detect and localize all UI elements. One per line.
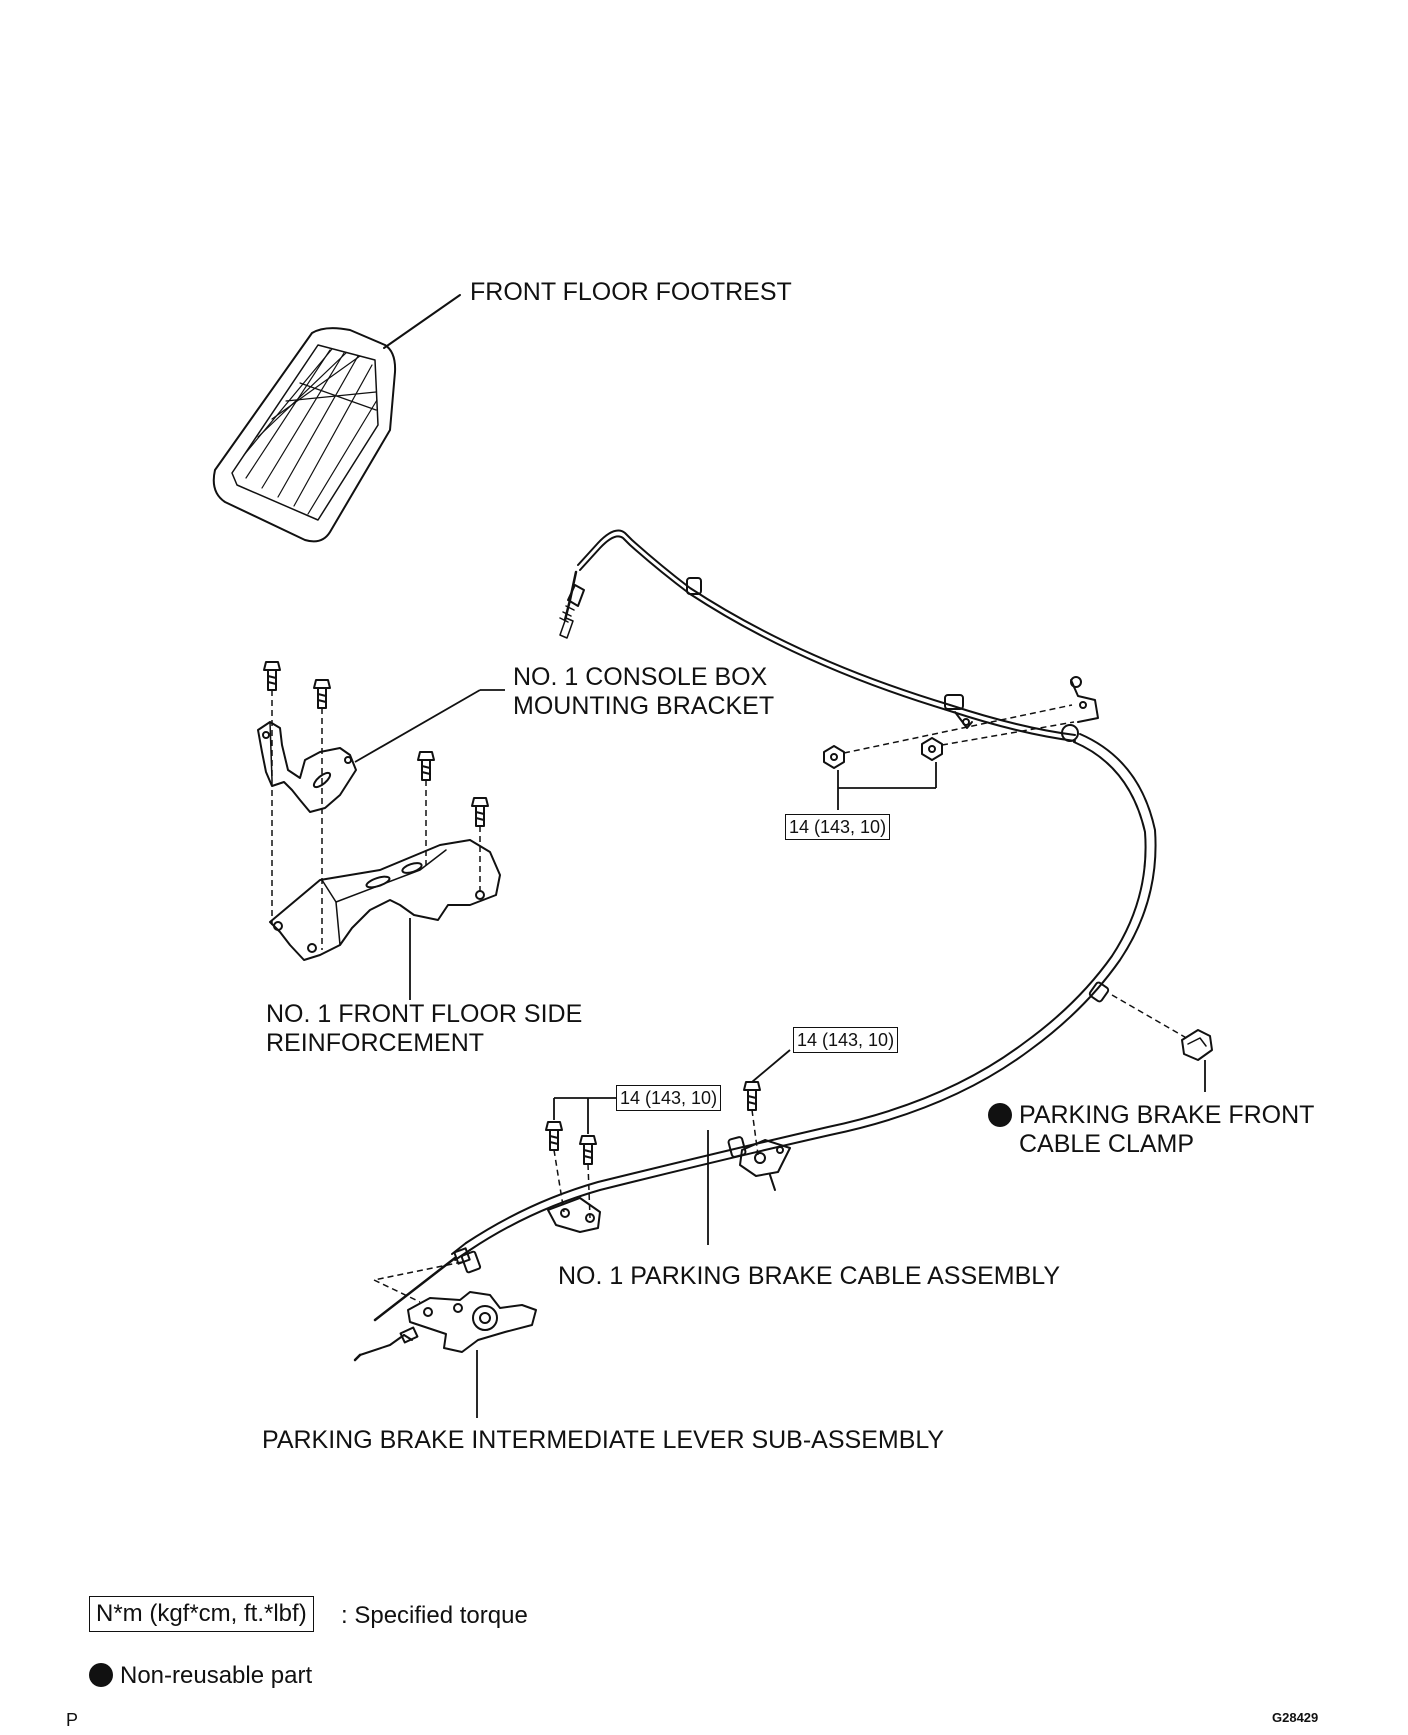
- label-floor-reinforcement-line2: REINFORCEMENT: [266, 1029, 485, 1057]
- bolt-f: [545, 1121, 563, 1151]
- label-front-floor-footrest: FRONT FLOOR FOOTREST: [470, 278, 792, 306]
- bolt-a: [263, 661, 281, 691]
- bolt-b: [313, 679, 331, 709]
- label-console-bracket-line2: MOUNTING BRACKET: [513, 692, 775, 720]
- legend-nonreusable: Non-reusable part: [89, 1661, 312, 1690]
- torque-spec-upper: 14 (143, 10): [785, 814, 891, 840]
- cable-mid-bracket: [727, 1136, 791, 1191]
- filled-circle-icon: [89, 1663, 113, 1687]
- bolt-c: [417, 751, 435, 781]
- legend-torque-desc: : Specified torque: [341, 1602, 528, 1629]
- bolt-g: [579, 1135, 597, 1165]
- upper-cable-run: [559, 529, 1099, 742]
- front-floor-footrest-part: [212, 294, 461, 543]
- footer-left-mark: P: [66, 1710, 79, 1730]
- label-cable-clamp-line1: PARKING BRAKE FRONT: [988, 1101, 1314, 1130]
- console-box-bracket-part: [257, 721, 357, 813]
- cable-nuts: [823, 737, 943, 769]
- torque-spec-left: 14 (143, 10): [616, 1085, 722, 1111]
- nut-b: [921, 737, 943, 761]
- torque-spec-right: 14 (143, 10): [793, 1027, 899, 1053]
- cable-left-bracket: [547, 1197, 601, 1233]
- legend-torque-unit: N*m (kgf*cm, ft.*lbf): [89, 1596, 314, 1632]
- nonreusable-mark-icon: [988, 1103, 1012, 1127]
- bracket-bolts: [263, 661, 489, 827]
- nut-a: [823, 745, 845, 769]
- cable-clamp-text-1: PARKING BRAKE FRONT: [1019, 1101, 1315, 1129]
- label-intermediate-lever: PARKING BRAKE INTERMEDIATE LEVER SUB-ASS…: [262, 1426, 945, 1454]
- label-console-bracket-line1: NO. 1 CONSOLE BOX: [513, 663, 768, 691]
- legend-nonreusable-text: Non-reusable part: [120, 1662, 313, 1689]
- intermediate-lever-part: [353, 1291, 537, 1362]
- cable-clamp-part: [1181, 1029, 1213, 1061]
- bolt-d: [471, 797, 489, 827]
- label-floor-reinforcement-line1: NO. 1 FRONT FLOOR SIDE: [266, 1000, 583, 1028]
- floor-side-reinforcement-part: [269, 839, 501, 961]
- label-cable-clamp-line2: CABLE CLAMP: [1019, 1130, 1195, 1158]
- figure-code: G28429: [1272, 1710, 1319, 1725]
- label-cable-assembly: NO. 1 PARKING BRAKE CABLE ASSEMBLY: [558, 1262, 1061, 1290]
- bolt-e: [743, 1081, 761, 1111]
- cable-end-boot: [460, 1250, 482, 1274]
